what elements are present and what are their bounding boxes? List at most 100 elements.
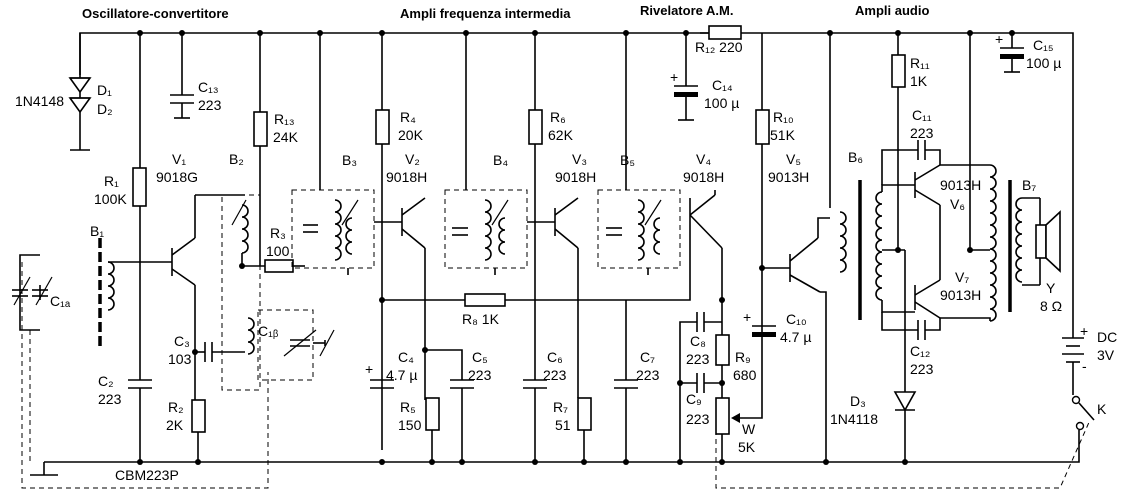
battery-minus: -: [1082, 358, 1087, 374]
transistor-v4: V₄ 9018H: [683, 151, 724, 300]
capacitor-c12: C₁₂ 223: [881, 312, 941, 377]
capacitor-c6: C₆ 223: [523, 349, 567, 462]
transistor-v2: V₂ 9018H: [374, 151, 427, 400]
r6-ref: R₆: [550, 109, 566, 125]
junction-dots: [137, 30, 1015, 465]
v5-type: 9013H: [768, 169, 809, 185]
tuner-outline: CBM223P: [21, 262, 269, 489]
capacitor-c4: + C₄ 4.7 µ: [365, 349, 417, 389]
capacitor-c7: C₇ 223: [614, 300, 660, 462]
c12-value: 223: [910, 361, 934, 377]
resistor-r6: R₆ 62K: [528, 33, 574, 380]
diodes-d1-d2: D₁ 1N4148 D₂: [15, 33, 113, 151]
c4-plus: +: [365, 361, 373, 377]
v2-type: 9018H: [386, 169, 427, 185]
d1-label: D₁: [97, 82, 112, 98]
r7-ref: R₇: [553, 399, 568, 415]
v4-type: 9018H: [683, 169, 724, 185]
v3-type: 9018H: [555, 169, 596, 185]
emitter-node: [904, 205, 941, 392]
speaker-value: 8 Ω: [1040, 298, 1062, 314]
c10-ref: C₁₀: [786, 311, 807, 327]
section-detector-label: Rivelatore A.M.: [640, 3, 733, 18]
c9-value: 223: [686, 411, 710, 427]
r2-value: 2K: [166, 417, 184, 433]
section-audio-amp-label: Ampli audio: [855, 3, 929, 18]
v5-ref: V₅: [786, 151, 801, 167]
c5-ref: C₅: [472, 349, 488, 365]
v6-type: 9013H: [940, 177, 981, 193]
b5-label: B₅: [620, 152, 635, 168]
b7-label: B₇: [1022, 177, 1036, 193]
b6-label: B₆: [848, 149, 863, 165]
diode-d3: D₃ 1N4118: [830, 391, 917, 462]
tuning-cap-c1b: C₁ᵦ: [257, 309, 335, 381]
c4-value: 4.7 µ: [386, 367, 417, 383]
d2-label: D₂: [97, 101, 113, 117]
c13-value: 223: [198, 97, 222, 113]
r11-ref: R₁₁: [910, 55, 930, 71]
r1-value: 100K: [94, 191, 127, 207]
r10-ref: R₁₀: [773, 109, 794, 125]
v3-ref: V₃: [572, 151, 587, 167]
output-transformer-b7: B₇: [969, 33, 1040, 322]
transistor-v6: 9013H V₆: [914, 164, 981, 212]
battery-icon: + - DC 3V: [1062, 322, 1117, 395]
c10-plus: +: [743, 309, 751, 325]
c7-value: 223: [636, 367, 660, 383]
capacitor-c13: C₁₃ 223: [170, 33, 222, 119]
r3-ref: R₃: [270, 225, 286, 241]
r4-ref: R₄: [400, 109, 416, 125]
c1a-label: C₁ₐ: [50, 293, 71, 309]
speaker-ref: Y: [1046, 280, 1056, 296]
resistor-r8: R₈ 1K: [382, 225, 691, 327]
r2-ref: R₂: [168, 399, 184, 415]
r3-value: 100: [266, 243, 290, 259]
c7-ref: C₇: [640, 349, 655, 365]
c1b-label: C₁ᵦ: [258, 323, 279, 339]
capacitor-c10: + C₁₀ 4.7 µ: [743, 309, 811, 345]
d-type-label: 1N4148: [15, 93, 64, 109]
switch-label: K: [1097, 401, 1107, 417]
v6-ref: V₆: [950, 196, 965, 212]
transistor-v7: V₇ 9013H: [914, 269, 981, 319]
r6-value: 62K: [548, 127, 574, 143]
c3-value: 103: [168, 351, 192, 367]
r5-ref: R₅: [400, 399, 416, 415]
v7-type: 9013H: [940, 287, 981, 303]
driver-transformer-b6: B₆: [829, 33, 915, 320]
r9-value: 680: [733, 367, 757, 383]
c2-value: 223: [98, 391, 122, 407]
v4-ref: V₄: [696, 151, 711, 167]
ground-rail: [44, 430, 1080, 463]
resistor-r13: R₁₃ 24K: [253, 33, 299, 266]
r4-value: 20K: [398, 127, 424, 143]
r7-value: 51: [555, 417, 571, 433]
c4-ref: C₄: [398, 349, 414, 365]
c5-value: 223: [468, 367, 492, 383]
resistor-r1: R₁ 100K: [94, 33, 147, 380]
transistor-v3: V₃ 9018H: [527, 151, 596, 398]
c12-ref: C₁₂: [910, 343, 930, 359]
c3-ref: C₃: [174, 333, 190, 349]
battery-plus: +: [1080, 323, 1088, 339]
r8-label: R₈ 1K: [462, 311, 500, 327]
r9-ref: R₉: [735, 349, 751, 365]
section-oscillator-label: Oscillatore-convertitore: [82, 6, 229, 21]
capacitor-c2: C₂ 223: [98, 373, 152, 462]
r1-ref: R₁: [104, 173, 119, 189]
battery-ref: DC: [1097, 329, 1117, 345]
c8-value: 223: [686, 351, 710, 367]
v1-type: 9018G: [156, 169, 198, 185]
capacitor-c15: + C₁₅ 100 µ: [995, 31, 1061, 73]
capacitor-c14: + C₁₄ 100 µ: [670, 33, 739, 121]
speaker-icon: Y 8 Ω: [1035, 198, 1062, 314]
tuning-cap-c1a: C₁ₐ: [12, 254, 71, 462]
resistor-r10: R₁₀ 51K: [755, 33, 796, 300]
if-transformer-b4: B₄: [444, 33, 528, 275]
resistor-r7: R₇ 51: [553, 397, 592, 462]
w-value: 5K: [738, 439, 756, 455]
r11-value: 1K: [910, 73, 928, 89]
tuner-label: CBM223P: [115, 467, 179, 483]
if-transformer-b5: B₅: [597, 33, 681, 275]
